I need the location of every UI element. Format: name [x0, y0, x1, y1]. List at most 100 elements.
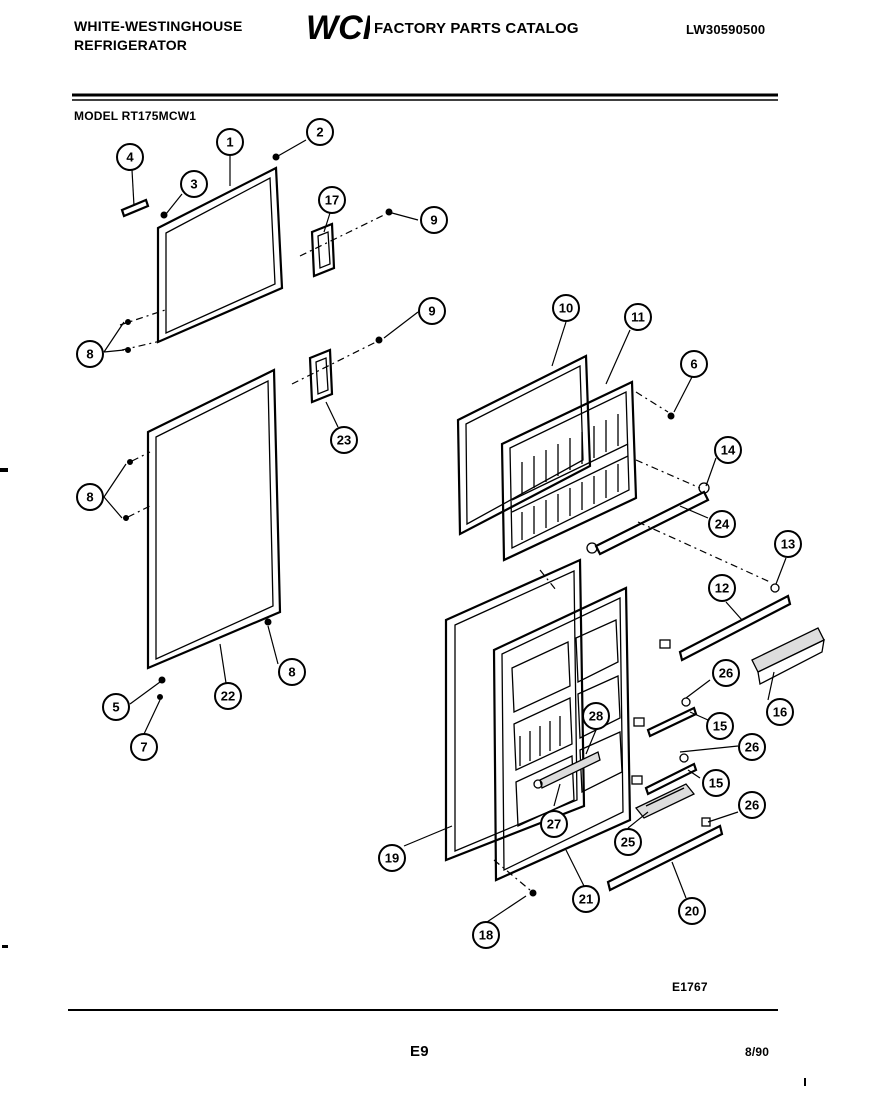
- svg-text:3: 3: [190, 177, 197, 192]
- screw: [272, 153, 280, 161]
- wci-logo: WCI: [306, 9, 370, 44]
- margin-mark: [2, 945, 8, 948]
- svg-text:6: 6: [690, 357, 697, 372]
- screw: [529, 889, 537, 897]
- svg-text:2: 2: [316, 125, 323, 140]
- svg-text:4: 4: [126, 150, 134, 165]
- liner-ribs: [521, 414, 619, 540]
- callout: 8: [76, 483, 104, 511]
- screw: [160, 211, 168, 219]
- catalog-title: FACTORY PARTS CATALOG: [374, 20, 579, 37]
- svg-text:27: 27: [547, 817, 561, 832]
- screw: [125, 347, 131, 353]
- hinge-bracket-middle: [291, 341, 377, 404]
- svg-text:5: 5: [112, 700, 119, 715]
- svg-text:21: 21: [579, 892, 593, 907]
- callout: 16: [766, 698, 794, 726]
- callout: 26: [738, 733, 766, 761]
- brand-line-1: WHITE-WESTINGHOUSE: [74, 18, 243, 34]
- svg-text:1: 1: [226, 135, 233, 150]
- svg-text:15: 15: [713, 719, 727, 734]
- svg-text:24: 24: [715, 517, 730, 532]
- callout: 14: [714, 436, 742, 464]
- leader-dash: [637, 521, 771, 583]
- hinge-bracket-top: [299, 213, 387, 278]
- svg-text:13: 13: [781, 537, 795, 552]
- svg-text:8: 8: [288, 665, 295, 680]
- revision-date: 8/90: [745, 1045, 770, 1059]
- door-rack-bar-upper: [646, 697, 698, 738]
- callout: 22: [214, 682, 242, 710]
- callout: 20: [678, 897, 706, 925]
- callout: 26: [738, 791, 766, 819]
- screw: [157, 694, 163, 700]
- margin-mark: [0, 468, 8, 472]
- svg-text:12: 12: [715, 581, 729, 596]
- screw: [127, 459, 133, 465]
- svg-text:18: 18: [479, 928, 493, 943]
- model-number: MODEL RT175MCW1: [74, 109, 197, 123]
- leader-dash: [493, 859, 531, 891]
- screw: [125, 319, 131, 325]
- callout: 26: [712, 659, 740, 687]
- svg-text:15: 15: [709, 776, 723, 791]
- svg-text:16: 16: [773, 705, 787, 720]
- figure-id: E1767: [672, 980, 708, 994]
- svg-text:26: 26: [745, 740, 759, 755]
- callout: 8: [278, 658, 306, 686]
- callout: 9: [420, 206, 448, 234]
- screw: [375, 336, 383, 344]
- fresh-food-door-gasket: [146, 368, 282, 670]
- callout: 2: [306, 118, 334, 146]
- screw: [264, 618, 272, 626]
- end-cap: [701, 817, 711, 827]
- svg-text:11: 11: [631, 310, 645, 325]
- screw: [385, 208, 393, 216]
- page-number: E9: [410, 1043, 429, 1060]
- door-trim-strip: [606, 824, 724, 892]
- callout: 6: [680, 350, 708, 378]
- callout: 23: [330, 426, 358, 454]
- leader-dash: [635, 459, 701, 489]
- callout: 21: [572, 885, 600, 913]
- callout: 7: [130, 733, 158, 761]
- svg-text:22: 22: [221, 689, 235, 704]
- svg-text:26: 26: [719, 666, 733, 681]
- svg-text:14: 14: [721, 443, 736, 458]
- hinge-pin: [158, 676, 166, 684]
- callout: 19: [378, 844, 406, 872]
- leader-dash: [119, 309, 166, 326]
- svg-text:19: 19: [385, 851, 399, 866]
- svg-text:26: 26: [745, 798, 759, 813]
- svg-text:7: 7: [140, 740, 147, 755]
- svg-text:28: 28: [589, 709, 603, 724]
- svg-text:10: 10: [559, 301, 573, 316]
- callout: 15: [702, 769, 730, 797]
- freezer-door-gasket: [156, 166, 284, 344]
- callout: 15: [706, 712, 734, 740]
- callout: 8: [76, 340, 104, 368]
- callout: 13: [774, 530, 802, 558]
- callout: 3: [180, 170, 208, 198]
- callout: 24: [708, 510, 736, 538]
- margin-mark: [804, 1078, 806, 1086]
- freezer-door-liner: [500, 380, 638, 562]
- svg-text:20: 20: [685, 904, 699, 919]
- leader-dash: [635, 391, 669, 413]
- callout: 25: [614, 828, 642, 856]
- callout: 18: [472, 921, 500, 949]
- freezer-shelf-bar: [586, 482, 710, 556]
- callout: 10: [552, 294, 580, 322]
- leader-dash: [539, 569, 557, 591]
- svg-text:9: 9: [430, 213, 437, 228]
- callout: 12: [708, 574, 736, 602]
- callout: 11: [624, 303, 652, 331]
- callout: 9: [418, 297, 446, 325]
- trim-piece: [120, 198, 150, 218]
- svg-text:25: 25: [621, 835, 635, 850]
- door-rack-bar: [678, 583, 792, 662]
- door-rack-bar-lower: [644, 753, 698, 796]
- end-cap: [659, 639, 671, 649]
